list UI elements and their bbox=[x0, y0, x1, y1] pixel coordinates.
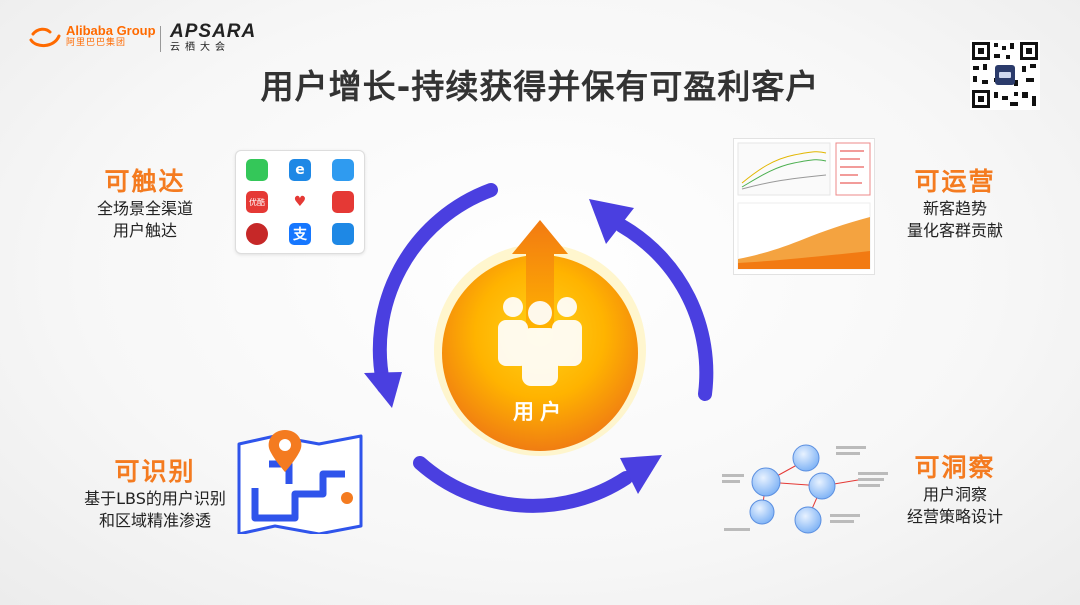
feature-identify-line-1: 基于LBS的用户识别 bbox=[84, 489, 226, 508]
channel-app-grid: e 优酷 ♥ 支 bbox=[235, 150, 365, 254]
feature-reach-title: 可触达 bbox=[104, 167, 186, 196]
user-group-icon bbox=[498, 297, 582, 386]
cycle-arrow-bottom-right bbox=[589, 199, 714, 401]
center-user-label: 用户 bbox=[513, 400, 567, 424]
red-promo-icon: 优酷 bbox=[246, 191, 268, 213]
feature-reach-line-2: 用户触达 bbox=[112, 221, 177, 240]
center-user-circle bbox=[434, 220, 646, 456]
alibaba-name-cn: 阿里巴巴集团 bbox=[66, 38, 127, 48]
feature-operate-line-2: 量化客群贡献 bbox=[906, 221, 1003, 240]
green-app-icon bbox=[246, 159, 268, 181]
alibaba-name-en: Alibaba Group bbox=[66, 23, 156, 38]
lbs-map-icon bbox=[237, 430, 363, 534]
red-shop-icon bbox=[332, 191, 354, 213]
feature-operate-title: 可运营 bbox=[914, 167, 996, 196]
feature-reach: 可触达 全场景全渠道 用户触达 bbox=[60, 162, 230, 242]
logo-divider bbox=[160, 26, 161, 52]
alipay-icon: 支 bbox=[289, 223, 311, 245]
alibaba-smile-icon bbox=[29, 27, 61, 47]
page-title: 用户增长-持续获得并保有可盈利客户 bbox=[260, 67, 820, 106]
feature-insight-line-1: 用户洞察 bbox=[922, 485, 987, 504]
feature-identify: 可识别 基于LBS的用户识别 和区域精准渗透 bbox=[60, 452, 250, 532]
blue-service-icon bbox=[332, 159, 354, 181]
feature-insight-line-2: 经营策略设计 bbox=[906, 507, 1003, 526]
feature-identify-line-2: 和区域精准渗透 bbox=[98, 511, 211, 530]
insight-mindmap-thumbnail bbox=[722, 444, 888, 534]
feature-reach-line-1: 全场景全渠道 bbox=[96, 199, 193, 218]
trend-dashboard-thumbnail bbox=[733, 138, 875, 275]
feature-identify-title: 可识别 bbox=[114, 457, 196, 486]
apsara-logo: APSARA 云栖大会 bbox=[170, 22, 256, 54]
apsara-name-en: APSARA bbox=[170, 21, 257, 42]
cycle-arrow-bottom-left bbox=[413, 455, 662, 513]
feature-operate-line-1: 新客趋势 bbox=[922, 199, 987, 218]
qr-code-icon bbox=[970, 40, 1040, 110]
alibaba-logo: Alibaba Group 阿里巴巴集团 bbox=[28, 24, 156, 49]
feature-insight: 可洞察 用户洞察 经营策略设计 bbox=[870, 448, 1040, 528]
cycle-arrow-top-left bbox=[364, 183, 498, 408]
feature-insight-title: 可洞察 bbox=[914, 453, 996, 482]
feature-operate: 可运营 新客趋势 量化客群贡献 bbox=[870, 162, 1040, 242]
heart-icon: ♥ bbox=[289, 191, 311, 213]
apsara-name-cn: 云栖大会 bbox=[170, 42, 230, 53]
red-round-icon bbox=[246, 223, 268, 245]
ele-me-icon: e bbox=[289, 159, 311, 181]
growth-cycle-diagram bbox=[364, 183, 714, 513]
blue-card-icon bbox=[332, 223, 354, 245]
